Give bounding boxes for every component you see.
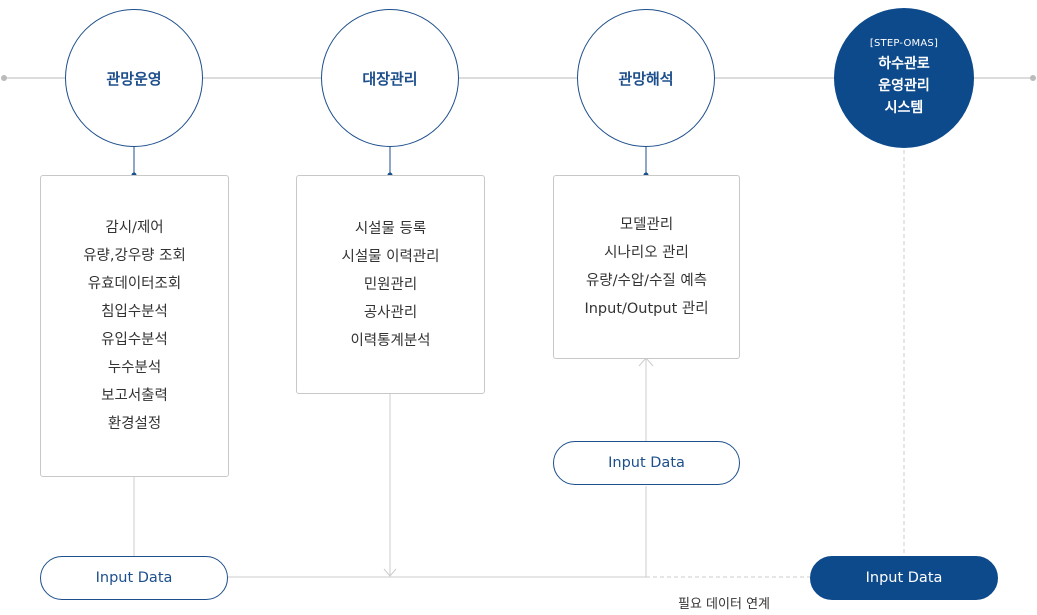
function-item: 유량/수압/수질 예측 [585, 273, 708, 289]
function-item: 이력통계분석 [350, 332, 431, 349]
link-caption: 필요 데이터 연계 [678, 597, 770, 612]
function-item: 감시/제어 [105, 220, 164, 236]
stage-ledger-title: 대장관리 [362, 69, 418, 88]
function-item: 환경설정 [107, 416, 162, 432]
stage-monitoring-title: 관망운영 [106, 69, 162, 88]
pill-label: Input Data [608, 455, 685, 471]
function-item: 누수분석 [107, 360, 162, 376]
function-item: 유량,강우량 조회 [83, 248, 186, 264]
system-tag: [STEP-OMAS] [869, 37, 939, 49]
stage-ledger-circle: 대장관리 [321, 9, 459, 147]
system-name-line: 운영관리 [878, 77, 930, 94]
function-item: 시나리오 관리 [604, 245, 689, 261]
function-item: 시설물 등록 [354, 220, 427, 237]
function-item: 공사관리 [363, 304, 418, 321]
timeline-end-dot [1030, 75, 1036, 81]
analysis-input-data-pill: Input Data [553, 441, 740, 485]
function-item: 침입수분석 [101, 304, 168, 320]
analysis-function-box: 모델관리 시나리오 관리 유량/수압/수질 예측 Input/Output 관리 [553, 175, 740, 359]
function-item: 시설물 이력관리 [341, 248, 440, 265]
timeline-start-dot [1, 75, 7, 81]
pill-label: Input Data [95, 570, 173, 586]
ledger-function-box: 시설물 등록 시설물 이력관리 민원관리 공사관리 이력통계분석 [296, 175, 485, 394]
system-name-line: 시스템 [884, 99, 924, 116]
left-input-data-pill: Input Data [40, 556, 228, 600]
function-item: 모델관리 [619, 217, 674, 233]
system-name-line: 하수관로 [878, 55, 930, 72]
ledger-down-arrow [383, 568, 397, 577]
stage-analysis-circle: 관망해석 [577, 9, 715, 147]
monitoring-function-box: 감시/제어 유량,강우량 조회 유효데이터조회 침입수분석 유입수분석 누수분석… [40, 175, 229, 477]
function-item: 보고서출력 [101, 388, 168, 404]
system-input-data-pill: Input Data [810, 556, 998, 600]
stage-analysis-title: 관망해석 [618, 69, 674, 88]
pill-label: Input Data [865, 570, 943, 586]
function-item: Input/Output 관리 [584, 301, 709, 317]
stage-monitoring-circle: 관망운영 [65, 9, 203, 147]
function-item: 민원관리 [363, 276, 418, 293]
system-circle: [STEP-OMAS] 하수관로 운영관리 시스템 [834, 8, 974, 148]
function-item: 유입수분석 [101, 332, 168, 348]
function-item: 유효데이터조회 [87, 276, 182, 292]
